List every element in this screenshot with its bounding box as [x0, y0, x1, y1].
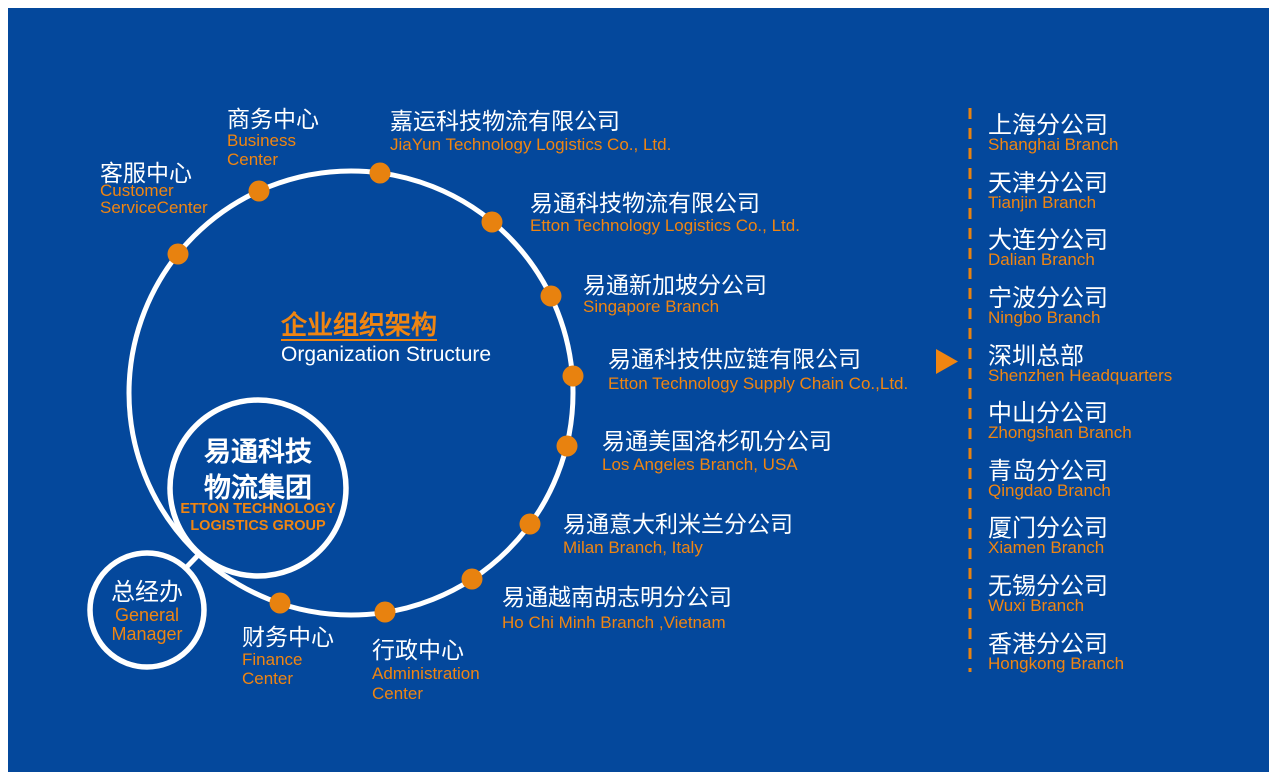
ring-dot-administration — [374, 601, 396, 623]
ring-node-business-center: 商务中心 Business Center — [227, 106, 319, 169]
branch-label-zh: 青岛分公司 — [988, 458, 1108, 485]
diagram-title-zh: 企业组织架构 — [281, 310, 437, 340]
branch-item: 青岛分公司 Qingdao Branch — [988, 458, 1111, 500]
ring-dot-vietnam — [461, 568, 483, 590]
branch-label-zh: 中山分公司 — [988, 400, 1108, 427]
branch-item: 上海分公司 Shanghai Branch — [988, 112, 1118, 154]
ring-node-vietnam: 易通越南胡志明分公司 Ho Chi Minh Branch ,Vietnam — [502, 584, 732, 632]
ring-node-label-en: JiaYun Technology Logistics Co., Ltd. — [390, 135, 671, 154]
branch-label-en: Ningbo Branch — [988, 308, 1100, 327]
branch-label-zh: 无锡分公司 — [988, 573, 1108, 600]
branch-item: 香港分公司 Hongkong Branch — [988, 631, 1124, 673]
branch-label-en: Dalian Branch — [988, 250, 1095, 269]
ring-node-customer-service: 客服中心 Customer ServiceCenter — [100, 160, 208, 217]
ring-node-label-zh: 易通越南胡志明分公司 — [502, 584, 732, 610]
ring-node-label-en: Business — [227, 131, 296, 150]
branch-item: 无锡分公司 Wuxi Branch — [988, 573, 1108, 615]
hub-title-en-line2: LOGISTICS GROUP — [190, 518, 326, 534]
hub-title-en-line1: ETTON TECHNOLOGY — [180, 501, 336, 517]
ring-dot-etton-logistics — [481, 211, 503, 233]
ring-node-label-zh: 易通意大利米兰分公司 — [563, 511, 793, 537]
ring-node-finance: 财务中心 Finance Center — [242, 624, 334, 688]
ring-node-label-zh: 行政中心 — [372, 637, 464, 663]
ring-node-label-zh: 客服中心 — [100, 160, 192, 186]
ring-node-singapore: 易通新加坡分公司 Singapore Branch — [583, 272, 767, 316]
branch-label-en: Zhongshan Branch — [988, 423, 1132, 442]
org-ring-circle — [126, 168, 576, 618]
ring-node-label-en: Etton Technology Supply Chain Co.,Ltd. — [608, 374, 908, 393]
ring-dot-business-center — [248, 180, 270, 202]
branch-label-en: Shanghai Branch — [988, 135, 1118, 154]
ring-dot-finance — [269, 592, 291, 614]
ring-node-label-en: Center — [242, 669, 293, 688]
general-manager-circle — [87, 550, 207, 670]
branch-item: 大连分公司 Dalian Branch — [988, 227, 1108, 269]
ring-dot-singapore — [540, 285, 562, 307]
general-manager-zh: 总经办 — [111, 579, 183, 606]
ring-node-label-en: Los Angeles Branch, USA — [602, 455, 798, 474]
ring-node-label-zh: 易通美国洛杉矶分公司 — [602, 428, 832, 454]
general-manager-en-line2: Manager — [111, 624, 182, 644]
page-background — [8, 8, 1269, 772]
ring-node-label-en: Etton Technology Logistics Co., Ltd. — [530, 216, 800, 235]
ring-dot-customer-service — [167, 243, 189, 265]
general-manager-en-line1: General — [115, 605, 179, 625]
ring-node-label-en: Ho Chi Minh Branch ,Vietnam — [502, 613, 726, 632]
ring-node-label-zh: 商务中心 — [227, 106, 319, 132]
branch-label-en: Wuxi Branch — [988, 596, 1084, 615]
ring-node-etton-logistics: 易通科技物流有限公司 Etton Technology Logistics Co… — [530, 190, 800, 235]
ring-dot-jiayun — [369, 162, 391, 184]
ring-node-label-en: Milan Branch, Italy — [563, 538, 703, 557]
branch-panel: 上海分公司 Shanghai Branch 天津分公司 Tianjin Bran… — [936, 108, 1172, 673]
branch-label-zh: 天津分公司 — [988, 170, 1108, 197]
branch-label-en: Xiamen Branch — [988, 538, 1104, 557]
ring-node-jiayun: 嘉运科技物流有限公司 JiaYun Technology Logistics C… — [390, 108, 671, 154]
ring-node-label-en: Customer — [100, 181, 174, 200]
ring-node-label-en: Finance — [242, 650, 302, 669]
ring-dot-los-angeles — [556, 435, 578, 457]
branch-item-headquarters: 深圳总部 Shenzhen Headquarters — [988, 343, 1172, 385]
branch-label-zh: 宁波分公司 — [988, 285, 1108, 312]
ring-node-milan: 易通意大利米兰分公司 Milan Branch, Italy — [563, 511, 793, 557]
ring-node-label-zh: 易通科技供应链有限公司 — [608, 346, 861, 372]
ring-dot-supply-chain — [562, 365, 584, 387]
branch-item: 中山分公司 Zhongshan Branch — [988, 400, 1132, 442]
branch-label-en: Shenzhen Headquarters — [988, 366, 1172, 385]
ring-node-label-zh: 财务中心 — [242, 624, 334, 650]
ring-node-supply-chain: 易通科技供应链有限公司 Etton Technology Supply Chai… — [608, 346, 908, 393]
ring-node-administration: 行政中心 Administration Center — [372, 637, 480, 703]
ring-node-label-en: Center — [372, 684, 423, 703]
ring-dot-milan — [519, 513, 541, 535]
ring-node-label-en: ServiceCenter — [100, 198, 208, 217]
branch-label-en: Qingdao Branch — [988, 481, 1111, 500]
branch-item: 厦门分公司 Xiamen Branch — [988, 515, 1108, 557]
headquarters-marker-triangle-icon — [936, 349, 958, 374]
diagram-title: 企业组织架构 Organization Structure — [281, 310, 491, 366]
hub-circle-group: 易通科技 物流集团 ETTON TECHNOLOGY LOGISTICS GRO… — [167, 397, 349, 579]
hub-title-zh-line2: 物流集团 — [204, 472, 312, 503]
hub-title-zh-line1: 易通科技 — [204, 437, 312, 467]
ring-node-label-zh: 易通新加坡分公司 — [583, 272, 767, 298]
branch-label-en: Hongkong Branch — [988, 654, 1124, 673]
hub-circle — [167, 397, 349, 579]
branch-item: 宁波分公司 Ningbo Branch — [988, 285, 1108, 327]
branch-label-zh: 大连分公司 — [988, 227, 1108, 254]
general-manager-circle-group: 总经办 General Manager — [87, 550, 207, 670]
diagram-title-en: Organization Structure — [281, 343, 491, 366]
ring-node-los-angeles: 易通美国洛杉矶分公司 Los Angeles Branch, USA — [602, 428, 832, 474]
branch-label-zh: 香港分公司 — [988, 631, 1108, 658]
branch-label-zh: 上海分公司 — [988, 112, 1108, 139]
branch-label-zh: 厦门分公司 — [988, 515, 1108, 542]
branch-label-en: Tianjin Branch — [988, 193, 1096, 212]
ring-node-label-en: Center — [227, 150, 278, 169]
branch-item: 天津分公司 Tianjin Branch — [988, 170, 1108, 212]
branch-label-zh: 深圳总部 — [988, 343, 1084, 370]
ring-node-label-en: Administration — [372, 664, 480, 683]
ring-node-label-zh: 易通科技物流有限公司 — [530, 190, 760, 216]
ring-node-label-en: Singapore Branch — [583, 297, 719, 316]
ring-node-label-zh: 嘉运科技物流有限公司 — [390, 108, 620, 134]
